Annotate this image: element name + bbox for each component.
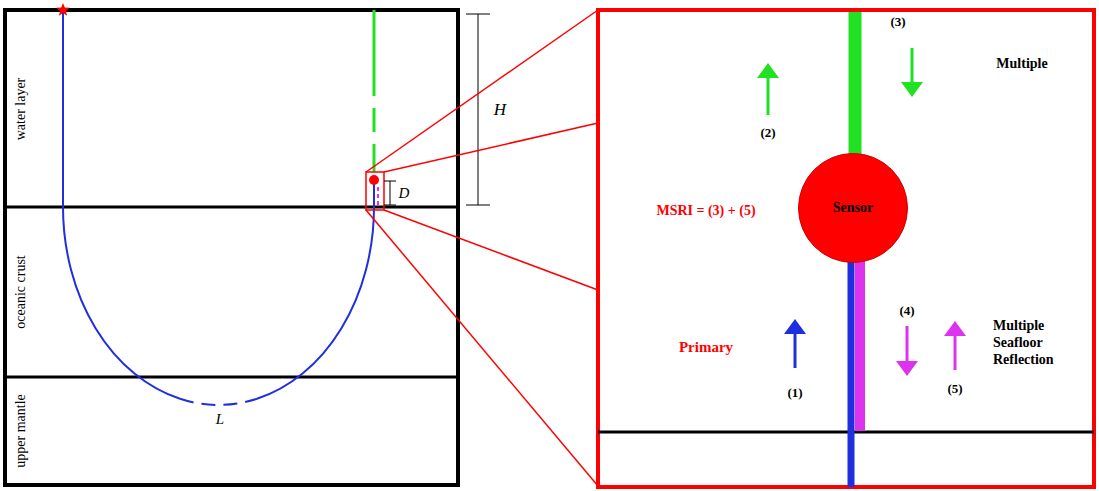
arrow-head [896, 361, 918, 376]
seafloor-reflection-path [855, 258, 865, 431]
arrow-shaft [954, 332, 957, 370]
multiple-path [373, 10, 376, 96]
zoom-box [366, 172, 384, 210]
sensor-label: Sensor [833, 200, 873, 216]
arrow-head [784, 319, 806, 334]
seafloor-line [5, 206, 458, 209]
primary-path [848, 258, 855, 487]
layer-label: upper mantle [13, 394, 29, 467]
callout-number: (4) [899, 303, 914, 319]
callout-number: (1) [787, 385, 802, 401]
ray-path [62, 12, 64, 207]
zoom-leader [366, 10, 598, 172]
callout-number: (3) [890, 14, 905, 30]
arrow-shaft [794, 330, 797, 368]
model-frame [5, 10, 458, 485]
callout-number: (5) [947, 381, 962, 397]
ray-path [373, 184, 375, 207]
wave-label: Multiple [996, 56, 1047, 72]
multiple-path [373, 108, 376, 132]
path-length-label: L [216, 411, 224, 428]
arrow-head [757, 63, 779, 78]
arrow-head [944, 321, 966, 336]
zoom-leader [384, 210, 598, 290]
layer-label: water layer [13, 77, 29, 140]
formula-label: MSRI = (3) + (5) [656, 203, 755, 219]
arrow-head [901, 82, 923, 97]
layer-band: water layer [5, 10, 458, 207]
multiple-path [849, 12, 862, 160]
zoom-leader [384, 123, 598, 172]
source-star [56, 3, 69, 16]
ray-path [257, 207, 374, 399]
sensor-dot [369, 175, 379, 185]
arrow-shaft [767, 74, 770, 115]
dimension-label: D [399, 185, 410, 202]
ray-path [63, 207, 180, 399]
zoom-leader [366, 210, 598, 486]
ray-path-dashed [180, 399, 257, 405]
layer-band: oceanic crust [5, 207, 458, 377]
layer-band: upper mantle [5, 377, 458, 485]
wave-label: Primary [679, 339, 733, 356]
wave-label: Multiple Seafloor Reflection [993, 318, 1083, 368]
dimension-line [478, 14, 479, 205]
zoom-frame [598, 10, 1094, 487]
layer-label: oceanic crust [13, 255, 29, 328]
dimension-label: H [494, 100, 506, 120]
arrow-shaft [911, 48, 914, 86]
callout-number: (2) [760, 125, 775, 141]
sensor-circle: Sensor [798, 153, 908, 263]
arrow-shaft [906, 326, 909, 365]
seafloor-line [598, 431, 1094, 434]
dimension-line [390, 181, 391, 205]
seafloor-reflection-path [377, 187, 379, 206]
moho-line [5, 376, 458, 379]
